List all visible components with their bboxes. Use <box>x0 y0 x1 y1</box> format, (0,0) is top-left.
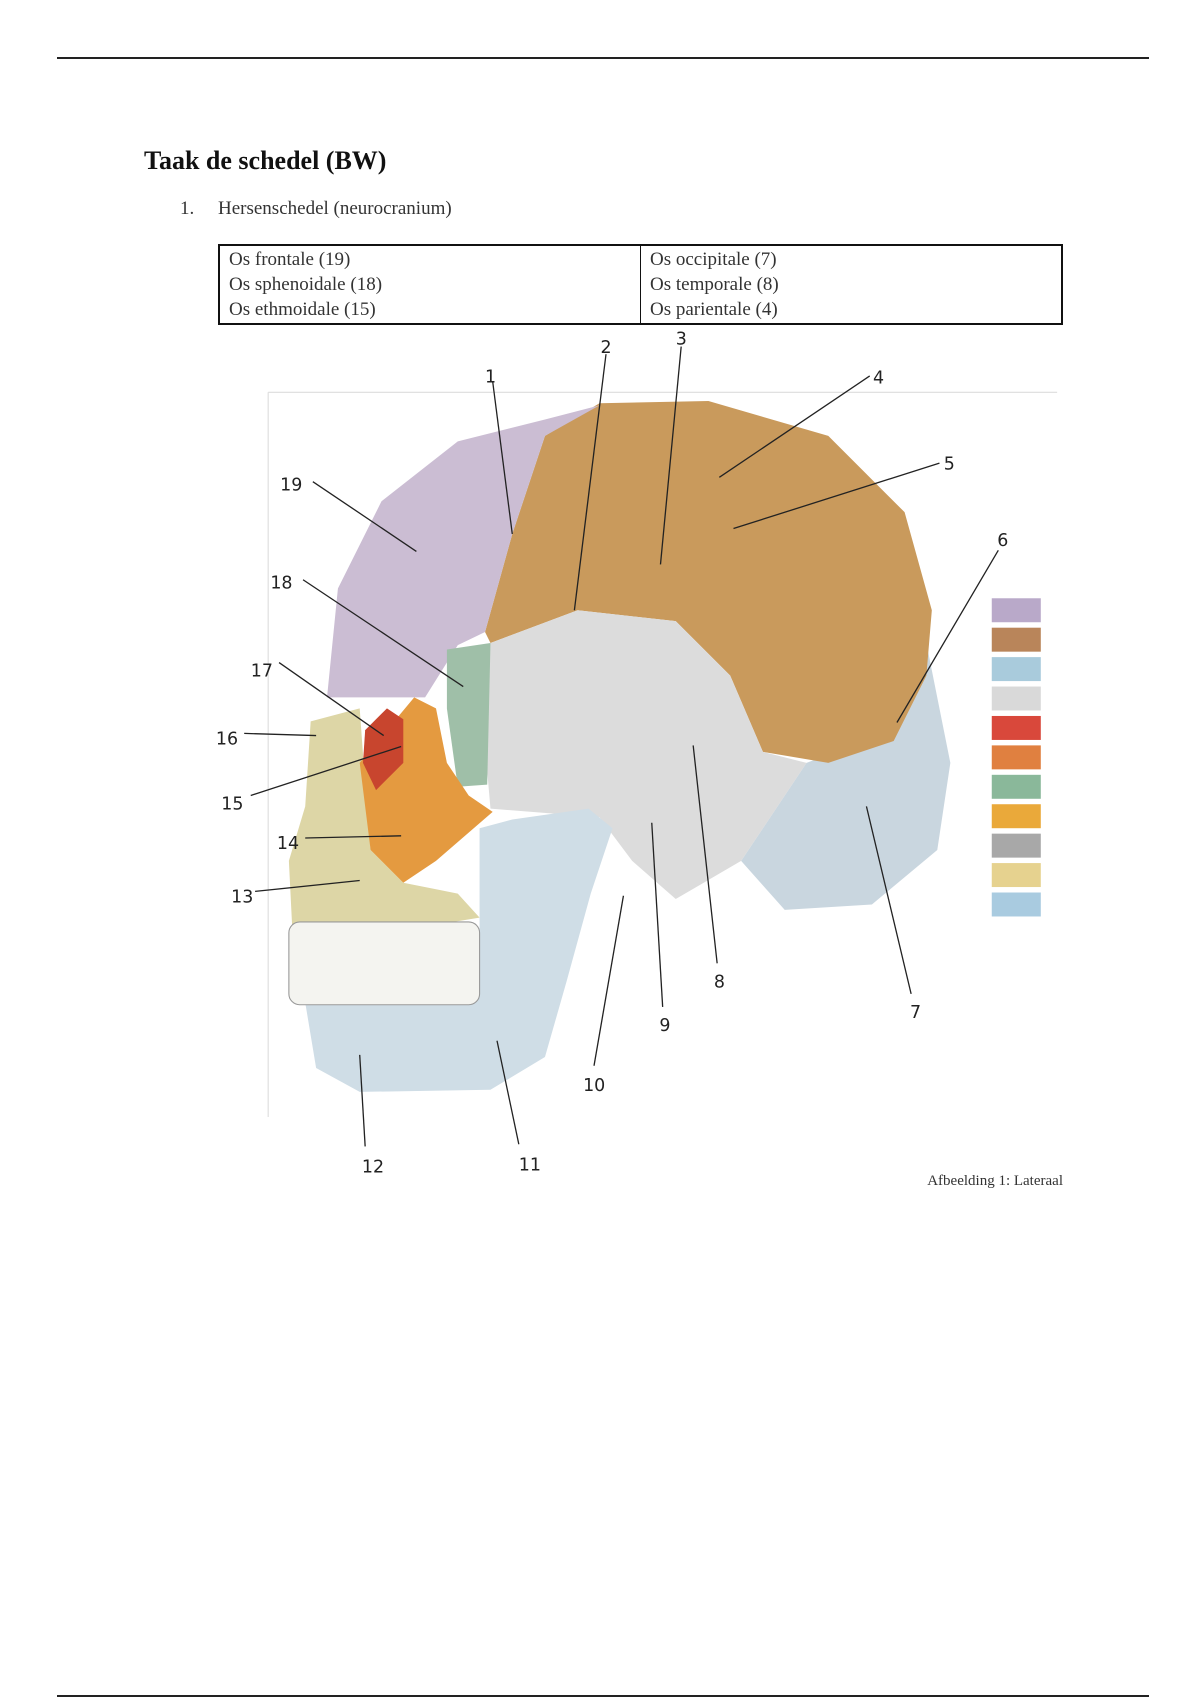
table-cell-right: Os occipitale (7) Os temporale (8) Os pari… <box>640 244 1063 325</box>
legend-swatch <box>991 774 1041 799</box>
footer-rule <box>57 1695 1149 1697</box>
legend-swatch <box>991 745 1041 770</box>
bone-name: Os temporale (8) <box>650 274 779 295</box>
label-18: 18 <box>270 573 292 593</box>
label-4: 4 <box>873 369 884 389</box>
legend-swatch <box>991 686 1041 711</box>
label-15: 15 <box>221 795 243 815</box>
label-1: 1 <box>485 368 496 388</box>
parietal-bone <box>485 401 932 763</box>
label-17: 17 <box>251 662 273 682</box>
temporal-bone <box>481 610 807 900</box>
color-legend <box>991 598 1041 917</box>
legend-swatch <box>991 657 1041 682</box>
occipital-bone <box>741 642 951 910</box>
label-8: 8 <box>714 972 725 992</box>
legend-swatch <box>991 627 1041 652</box>
label-19: 19 <box>280 475 302 495</box>
bone-name: Os ethmoidale (15) <box>229 299 376 320</box>
bone-name: Os occipitale (7) <box>650 249 777 270</box>
label-5: 5 <box>944 455 955 475</box>
maxilla <box>288 708 480 938</box>
label-13: 13 <box>231 887 253 907</box>
label-2: 2 <box>601 338 612 358</box>
legend-swatch <box>991 804 1041 829</box>
label-9: 9 <box>659 1016 670 1036</box>
page-title: Taak de schedel (BW) <box>144 146 387 175</box>
label-14: 14 <box>277 834 299 854</box>
teeth <box>288 921 481 1006</box>
label-7: 7 <box>910 1003 921 1023</box>
figure-labels: 1 2 3 4 5 6 7 8 9 10 11 12 13 14 15 16 1… <box>216 329 1008 1177</box>
list-item: 1. Hersenschedel (neurocranium) <box>180 198 452 220</box>
legend-swatch <box>991 833 1041 858</box>
list-text: Hersenschedel (neurocranium) <box>218 198 452 219</box>
label-16: 16 <box>216 729 238 749</box>
label-10: 10 <box>583 1076 605 1096</box>
list-number: 1. <box>180 198 195 219</box>
mandible <box>305 808 613 1092</box>
bone-name: Os frontale (19) <box>229 249 351 270</box>
label-6: 6 <box>997 531 1008 551</box>
legend-swatch <box>991 892 1041 917</box>
label-11: 11 <box>519 1155 541 1175</box>
label-12: 12 <box>362 1158 384 1178</box>
legend-swatch <box>991 715 1041 740</box>
legend-swatch <box>991 863 1041 888</box>
frontal-bone <box>327 405 600 698</box>
label-3: 3 <box>676 329 687 349</box>
leader-lines <box>244 346 999 1147</box>
table-cell-left: Os frontale (19) Os sphenoidale (18) Os et… <box>218 244 641 325</box>
sphenoid-bone <box>446 642 491 787</box>
header-rule <box>57 57 1149 59</box>
figure-caption: Afbeelding 1: Lateraal <box>927 1173 1063 1189</box>
bones-table: Os frontale (19) Os sphenoidale (18) Os et… <box>218 244 1063 325</box>
bone-name: Os parientale (4) <box>650 299 778 320</box>
bone-name: Os sphenoidale (18) <box>229 274 383 295</box>
legend-swatch <box>991 598 1041 623</box>
